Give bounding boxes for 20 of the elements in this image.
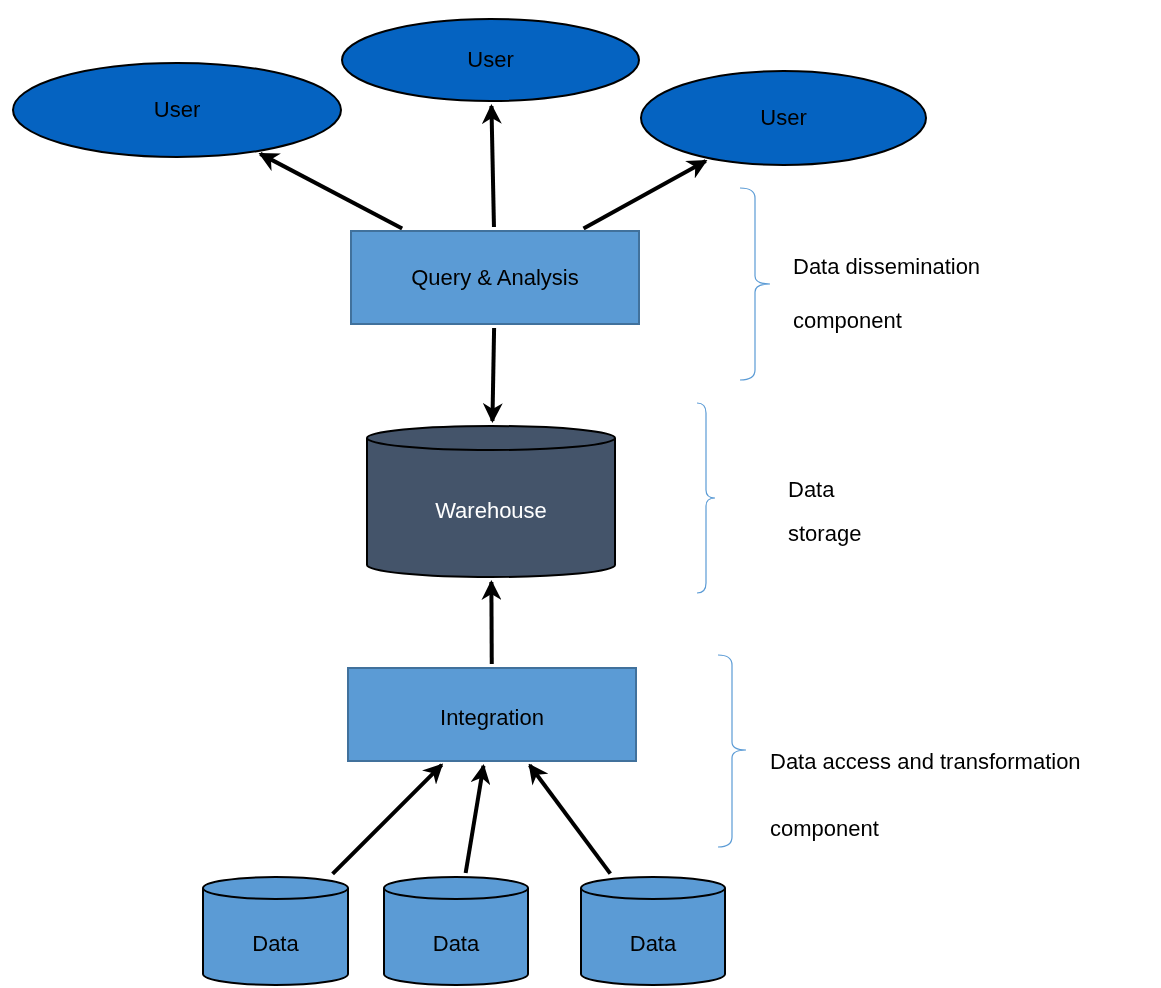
node-label: Warehouse [434,497,548,524]
arrow [481,104,502,228]
node-label: Integration [439,705,545,732]
node-label: Data [251,931,300,958]
node-label: User [759,105,808,131]
node-label: User [152,97,202,123]
arrow [331,763,444,876]
arrow [582,159,708,231]
node-label: User [466,47,515,73]
arrow [481,580,502,664]
arrow [528,763,612,875]
node-label: Data [628,931,678,958]
arrow [482,327,503,423]
arrow [258,152,404,231]
layer-label: Data dissemination component [793,253,982,335]
layer-label: Data storage [788,476,863,548]
layer-label: Data access and transformation component [770,748,1082,843]
node-label: Query & Analysis [410,264,580,291]
node-label: Data [431,931,481,958]
arrow [463,763,491,874]
